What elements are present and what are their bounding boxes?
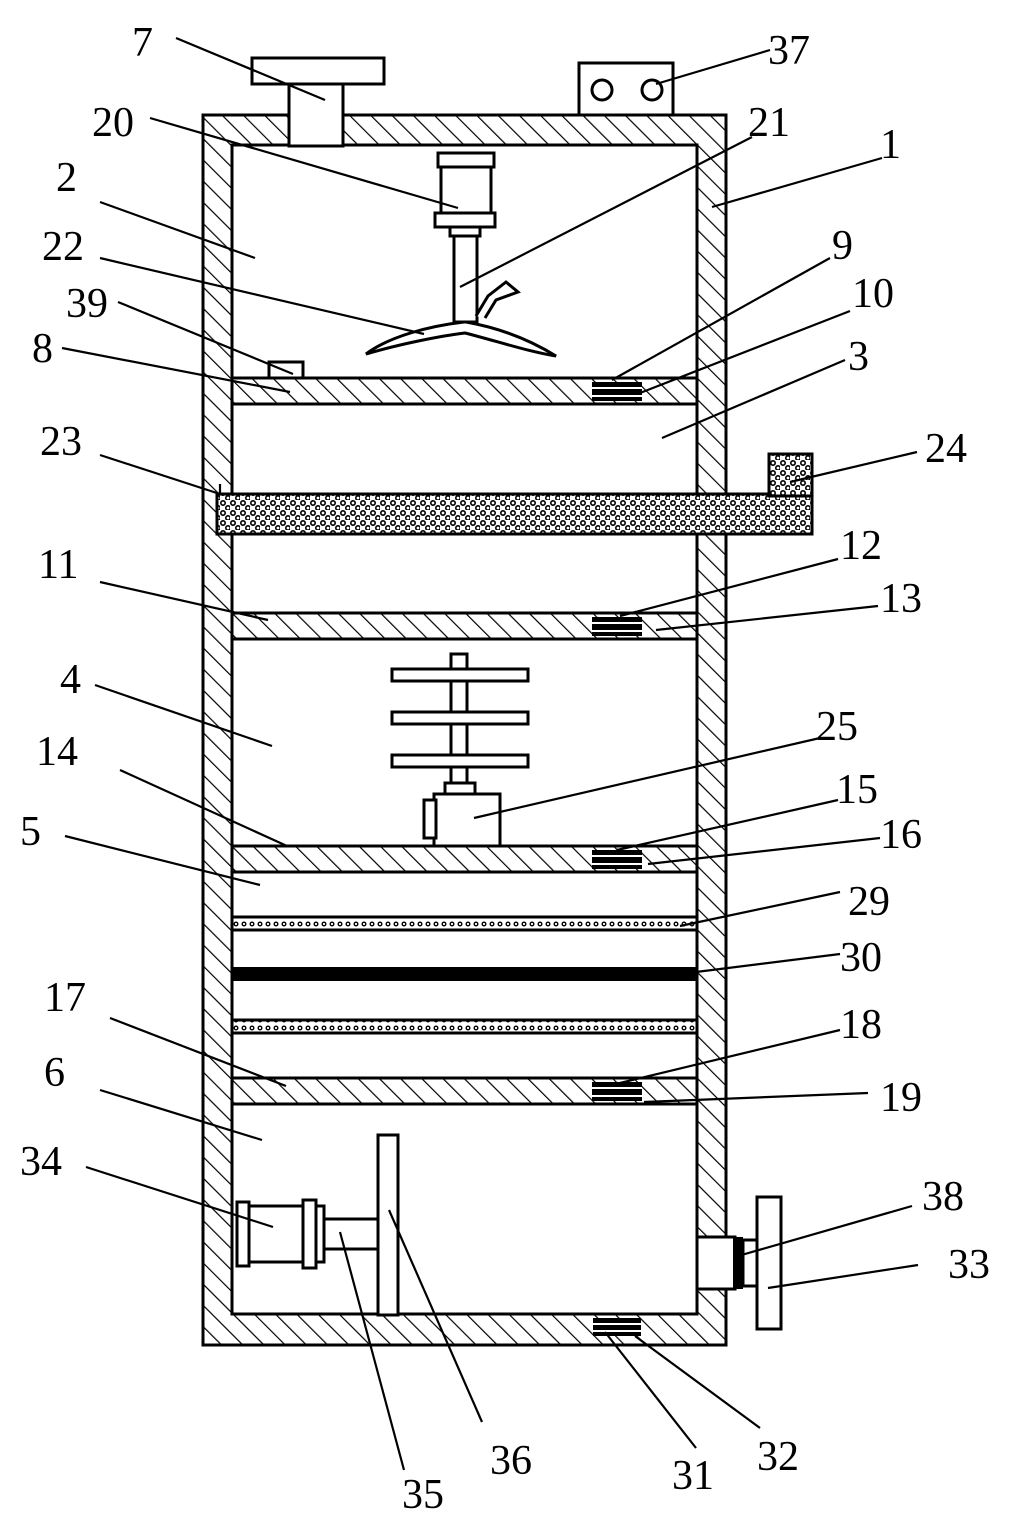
bottom-outlet-valve (593, 1318, 641, 1336)
stirrer-assembly (390, 652, 530, 848)
label-14: 14 (36, 729, 78, 775)
label-34: 34 (20, 1139, 62, 1185)
label-25: 25 (816, 704, 858, 750)
label-20: 20 (92, 100, 134, 146)
label-9: 9 (832, 223, 853, 269)
label-22: 22 (42, 224, 84, 270)
label-5: 5 (20, 809, 41, 855)
plate-8 (230, 376, 699, 406)
label-15: 15 (836, 767, 878, 813)
label-24: 24 (925, 426, 967, 472)
label-35: 35 (402, 1472, 444, 1518)
label-31: 31 (672, 1453, 714, 1499)
filter-pipe (215, 452, 814, 536)
leader-lines (61, 36, 919, 1471)
label-13: 13 (880, 576, 922, 622)
label-6: 6 (44, 1050, 65, 1096)
bottom-actuator (235, 1133, 400, 1317)
label-11: 11 (38, 542, 78, 588)
plate-11 (230, 611, 699, 641)
plate-14 (230, 844, 699, 874)
label-23: 23 (40, 419, 82, 465)
label-2: 2 (56, 155, 77, 201)
label-38: 38 (922, 1174, 964, 1220)
label-10: 10 (852, 271, 894, 317)
label-4: 4 (60, 657, 81, 703)
label-7: 7 (132, 20, 153, 66)
label-21: 21 (748, 100, 790, 146)
label-19: 19 (880, 1075, 922, 1121)
label-8: 8 (32, 326, 53, 372)
part-labels: 7 20 37 21 1 2 22 39 8 9 10 3 23 24 11 1… (20, 20, 990, 1518)
label-18: 18 (840, 1002, 882, 1048)
top-motor-assembly (365, 151, 557, 358)
label-32: 32 (757, 1434, 799, 1480)
label-1: 1 (880, 122, 901, 168)
label-37: 37 (768, 28, 810, 74)
label-39: 39 (66, 281, 108, 327)
filter-layers (230, 915, 699, 1035)
label-3: 3 (848, 334, 869, 380)
label-30: 30 (840, 935, 882, 981)
top-inlet (250, 56, 386, 148)
label-16: 16 (880, 812, 922, 858)
label-29: 29 (848, 879, 890, 925)
label-17: 17 (44, 975, 86, 1021)
label-33: 33 (948, 1242, 990, 1288)
side-outlet (695, 1195, 783, 1331)
plate-17 (230, 1076, 699, 1106)
label-12: 12 (840, 523, 882, 569)
label-36: 36 (490, 1438, 532, 1484)
top-control-box (577, 61, 675, 117)
